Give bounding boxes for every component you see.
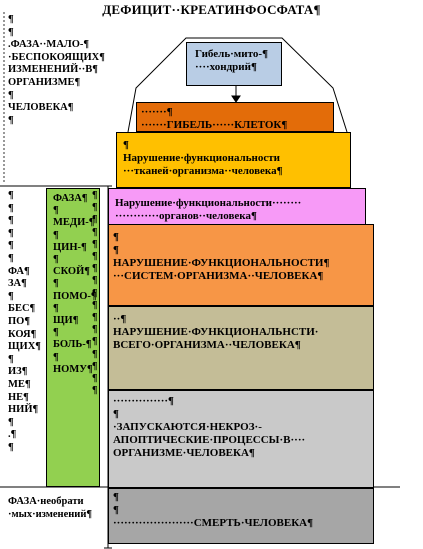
- level-system-dysfunction: ¶ ¶ НАРУШЕНИЕ·ФУНКЦИОНАЛЬНОСТИ¶ ···СИСТЕ…: [108, 224, 374, 306]
- phase-1-label: ¶ ¶ .ФАЗА··МАЛО-¶ ·БЕСПОКОЯЩИХ¶ ИЗМЕНЕНИ…: [8, 14, 105, 126]
- level-whole-organism-dysfunction: ··¶ НАРУШЕНИЕ·ФУНКЦИОНАЛЬНСТИ· ВСЕГО·ОРГ…: [108, 306, 374, 390]
- level-label: ··¶ НАРУШЕНИЕ·ФУНКЦИОНАЛЬНСТИ· ВСЕГО·ОРГ…: [113, 313, 319, 351]
- level-label: ¶ ¶ НАРУШЕНИЕ·ФУНКЦИОНАЛЬНОСТИ¶ ···СИСТЕ…: [113, 231, 330, 282]
- medicine-phase-label: ФАЗА¶ ¶ МЕДИ-¶ ¶ ЦИН-¶ ¶ СКОЙ¶ ¶ ПОМО-¶ …: [53, 193, 97, 375]
- level-label: ···············¶ ¶ ·ЗАПУСКАЮТСЯ·НЕКРОЗ·-…: [113, 395, 306, 459]
- level-label: ¶ ¶ ······················СМЕРТЬ·ЧЕЛОВЕК…: [113, 491, 314, 529]
- level-mitochondria-death: Гибель·мито-¶ ····хондрий¶: [186, 42, 282, 86]
- pilcrow-column: ¶ ¶ ¶ ¶ ¶ ¶ ¶ ¶ ¶ ¶ ¶ ¶ ¶ ¶ ¶ ¶ ¶: [92, 190, 98, 397]
- diagram-title: ДЕФИЦИТ··КРЕАТИНФОСФАТА¶: [102, 2, 321, 17]
- level-cell-death: ·······¶ ·······ГИБЕЛЬ······КЛЕТОК¶: [136, 102, 334, 132]
- phase-2-label: ¶ ¶ ¶ ¶ ¶ ¶ ФА¶ ЗА¶ ¶ БЕС¶ ПО¶ КОЯ¶ ЩИХ¶…: [8, 190, 41, 453]
- phase-3-label: ФАЗА·необрати ·мых·изменений¶: [8, 496, 93, 520]
- level-death: ¶ ¶ ······················СМЕРТЬ·ЧЕЛОВЕК…: [108, 488, 374, 544]
- level-necrosis-apoptosis: ···············¶ ¶ ·ЗАПУСКАЮТСЯ·НЕКРОЗ·-…: [108, 390, 374, 488]
- level-label: Гибель·мито-¶ ····хондрий¶: [195, 48, 269, 73]
- level-label: Нарушение·функциональности········ ·····…: [115, 197, 302, 222]
- level-label: ¶ Нарушение·функциональности ···тканей·о…: [123, 139, 283, 177]
- level-tissue-dysfunction: ¶ Нарушение·функциональности ···тканей·о…: [116, 132, 351, 188]
- level-label: ·······¶ ·······ГИБЕЛЬ······КЛЕТОК¶: [141, 106, 288, 131]
- medicine-phase-column: ФАЗА¶ ¶ МЕДИ-¶ ¶ ЦИН-¶ ¶ СКОЙ¶ ¶ ПОМО-¶ …: [46, 188, 100, 487]
